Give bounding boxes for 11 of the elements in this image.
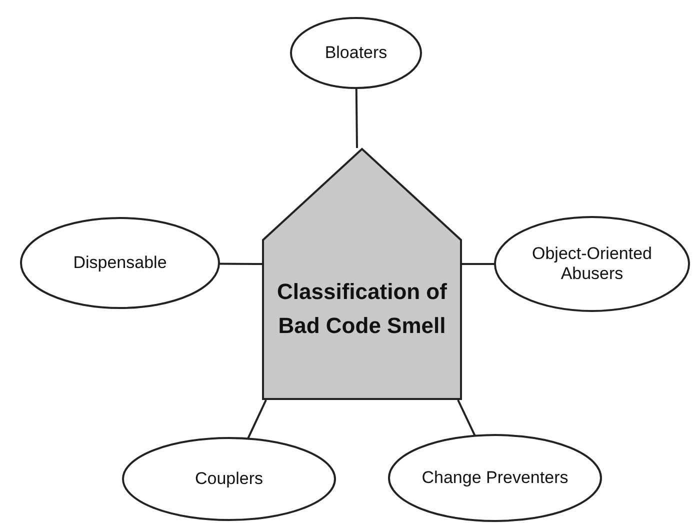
category-label: Dispensable [73,252,167,274]
connector-line [246,400,267,440]
category-label: Change Preventers [422,468,568,488]
center-title: Classification of Bad Code Smell [277,278,447,340]
category-label: Bloaters [324,42,388,64]
connector-line [218,262,262,265]
connector-line [462,263,495,265]
connector-line [457,400,476,436]
connector-line [355,88,358,148]
category-label: Object-Oriented Abusers [531,244,653,284]
category-label: Couplers [194,468,264,490]
